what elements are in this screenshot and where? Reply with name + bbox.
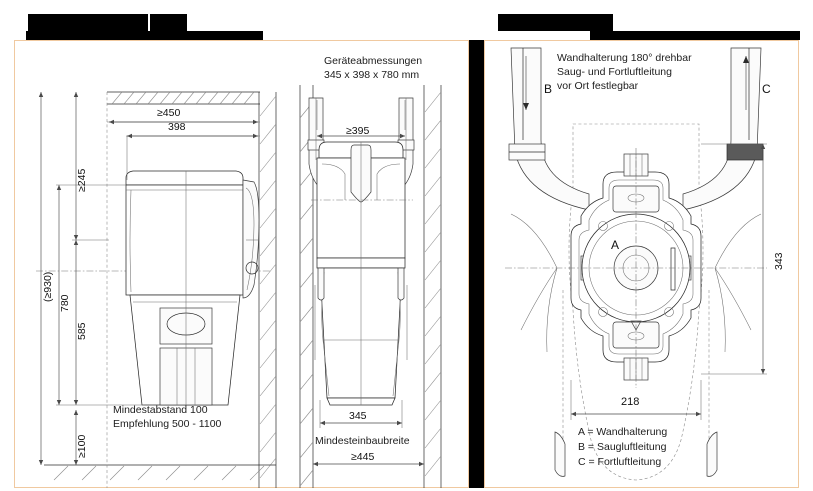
device-dimensions-line1: Geräteabmessungen: [324, 55, 423, 67]
marker-c: C: [762, 82, 771, 96]
dim-width-device: 345: [349, 410, 367, 422]
page-header: [0, 0, 813, 40]
dim-floor-clearance: ≥100: [76, 434, 88, 458]
legend-line-b: B = Saugluftleitung: [578, 441, 667, 453]
dim-top-clearance: ≥245: [76, 168, 88, 192]
redacted-title-block-left-2: [150, 14, 187, 31]
legend-line-c: C = Fortluftleitung: [578, 456, 662, 468]
wall-mount-caption: Wandhalterung 180° drehbar Saug- und For…: [557, 51, 692, 93]
dim-depth-total: ≥450: [157, 107, 181, 119]
panel-wall-mount-view: B C A 343 218: [485, 40, 799, 488]
min-distance-line1: Mindestabstand 100: [113, 404, 208, 416]
redacted-title-block-right: [498, 14, 613, 31]
dim-overall-height: (≥930): [42, 271, 54, 302]
wall-mount-caption-line2: Saug- und Fortluftleitung: [557, 66, 672, 78]
panel-divider: [468, 40, 485, 488]
min-distance-note: Mindestabstand 100 Empfehlung 500 - 1100: [113, 403, 221, 431]
dim-height-343: 343: [773, 252, 785, 270]
panel-side-view: (≥930) 780 585 ≥245 ≥100 ≥450 398: [14, 40, 291, 488]
device-dimensions-caption: Geräteabmessungen 345 x 398 x 780 mm: [324, 54, 422, 82]
marker-a: A: [611, 238, 620, 252]
dim-width-min-install: ≥445: [351, 451, 375, 463]
side-view-drawing: [36, 91, 277, 488]
wall-mount-caption-line3: vor Ort festlegbar: [557, 80, 639, 92]
dim-height-780: 780: [59, 294, 71, 312]
min-distance-line2: Empfehlung 500 - 1100: [113, 418, 222, 430]
marker-b: B: [544, 82, 553, 96]
dim-width-top: ≥395: [346, 125, 370, 137]
redacted-title-block-left-1: [28, 14, 148, 31]
device-dimensions-line2: 345 x 398 x 780 mm: [324, 69, 420, 81]
legend-line-a: A = Wandhalterung: [578, 426, 668, 438]
panel-front-view: ≥395 345 ≥445: [291, 40, 468, 488]
dim-depth-device: 398: [168, 121, 186, 133]
dim-width-218: 218: [621, 396, 640, 408]
min-install-width-label: Mindesteinbaubreite: [315, 435, 410, 447]
legend: A = Wandhalterung B = Saugluftleitung C …: [578, 425, 667, 470]
wall-mount-drawing: [505, 47, 767, 481]
redacted-bar-left: [26, 31, 263, 40]
wall-mount-caption-line1: Wandhalterung 180° drehbar: [557, 52, 692, 64]
redacted-bar-right: [590, 31, 800, 40]
dim-height-585: 585: [76, 322, 88, 340]
front-view-drawing: [299, 85, 442, 488]
